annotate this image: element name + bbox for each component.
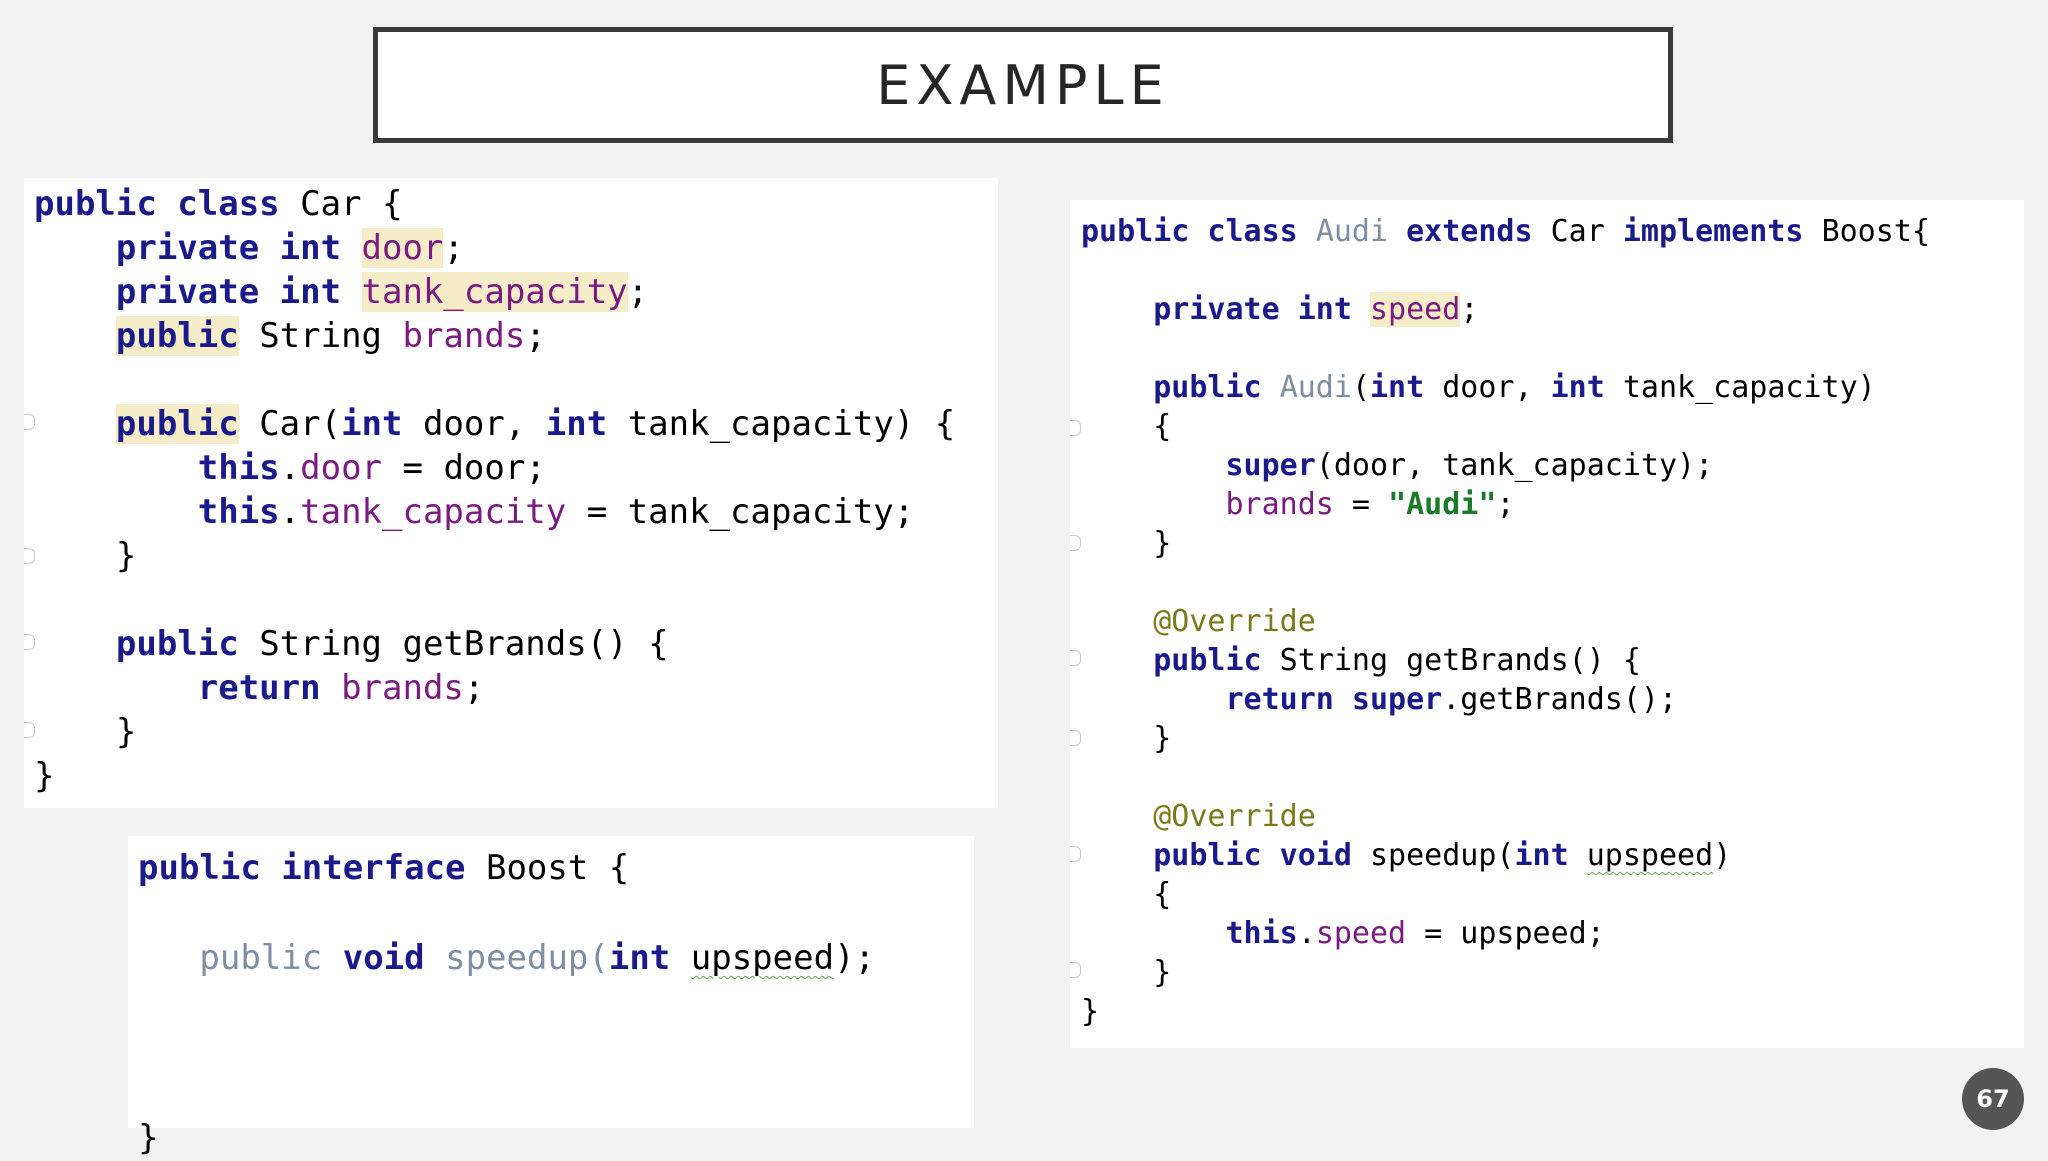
code-line: { — [1153, 409, 1172, 444]
code-line: } — [1153, 721, 1172, 756]
code-line: public class Car { — [34, 184, 403, 224]
code-line: brands = "Audi"; — [1225, 487, 1515, 522]
fold-marker-icon — [1070, 962, 1081, 978]
code-line: return brands; — [197, 668, 485, 708]
code-line: } — [1153, 526, 1172, 561]
code-line: this.speed = upspeed; — [1225, 916, 1605, 951]
code-line-blank — [138, 1071, 974, 1116]
code-line: this.door = door; — [197, 448, 546, 488]
code-line: public String getBrands() { — [1153, 643, 1641, 678]
code-line: } — [1081, 994, 1100, 1029]
page-number-badge: 67 — [1962, 1068, 2024, 1130]
code-line: public void speedup(int upspeed) — [1153, 838, 1732, 873]
fold-marker-icon — [1070, 730, 1081, 746]
code-line: public void speedup(int upspeed); — [199, 938, 876, 978]
car-class-code: public class Car { private int door; pri… — [24, 178, 998, 798]
code-line-blank — [1081, 758, 2024, 797]
code-line: } — [34, 756, 55, 796]
code-line: private int speed; — [1153, 292, 1479, 327]
fold-marker-icon — [24, 634, 35, 650]
code-line-blank — [34, 358, 998, 402]
code-line: public String getBrands() { — [115, 624, 669, 664]
code-line: super(door, tank_capacity); — [1225, 448, 1714, 483]
fold-marker-icon — [1070, 846, 1081, 862]
code-line-blank — [138, 981, 974, 1026]
code-line-blank — [1081, 329, 2024, 368]
code-line-blank — [1081, 251, 2024, 290]
audi-class-code-panel: public class Audi extends Car implements… — [1070, 200, 2024, 1048]
code-line: } — [1153, 955, 1172, 990]
code-line-blank — [138, 1026, 974, 1071]
code-line: @Override — [1153, 604, 1316, 639]
code-line: public String brands; — [115, 316, 546, 356]
code-line: private int door; — [115, 228, 464, 268]
code-line: private int tank_capacity; — [115, 272, 649, 312]
fold-marker-icon — [24, 414, 35, 430]
car-class-code-panel: public class Car { private int door; pri… — [24, 178, 998, 808]
code-line: } — [115, 536, 137, 576]
code-line-blank — [138, 891, 974, 936]
slide-title: EXAMPLE — [876, 53, 1170, 117]
code-line: public Audi(int door, int tank_capacity) — [1153, 370, 1876, 405]
boost-interface-code-panel: public interface Boost { public void spe… — [128, 836, 974, 1158]
boost-interface-code: public interface Boost { public void spe… — [128, 836, 974, 1161]
code-line: public class Audi extends Car implements… — [1081, 214, 1930, 249]
fold-marker-icon — [24, 548, 35, 564]
page-number: 67 — [1976, 1085, 2010, 1113]
code-line: } — [115, 712, 137, 752]
fold-marker-icon — [24, 722, 35, 738]
code-line-blank — [1081, 563, 2024, 602]
fold-marker-icon — [1070, 650, 1081, 666]
code-line: public interface Boost { — [138, 848, 630, 888]
code-line-blank — [34, 578, 998, 622]
audi-class-code: public class Audi extends Car implements… — [1070, 200, 2024, 1031]
code-line: @Override — [1153, 799, 1316, 834]
code-line: this.tank_capacity = tank_capacity; — [197, 492, 915, 532]
fold-marker-icon — [1070, 420, 1081, 436]
code-line: return super.getBrands(); — [1225, 682, 1678, 717]
fold-marker-icon — [1070, 535, 1081, 551]
code-line: { — [1153, 877, 1172, 912]
slide-title-box: EXAMPLE — [373, 27, 1673, 143]
code-line: } — [138, 1118, 159, 1158]
code-line: public Car(int door, int tank_capacity) … — [115, 404, 956, 444]
